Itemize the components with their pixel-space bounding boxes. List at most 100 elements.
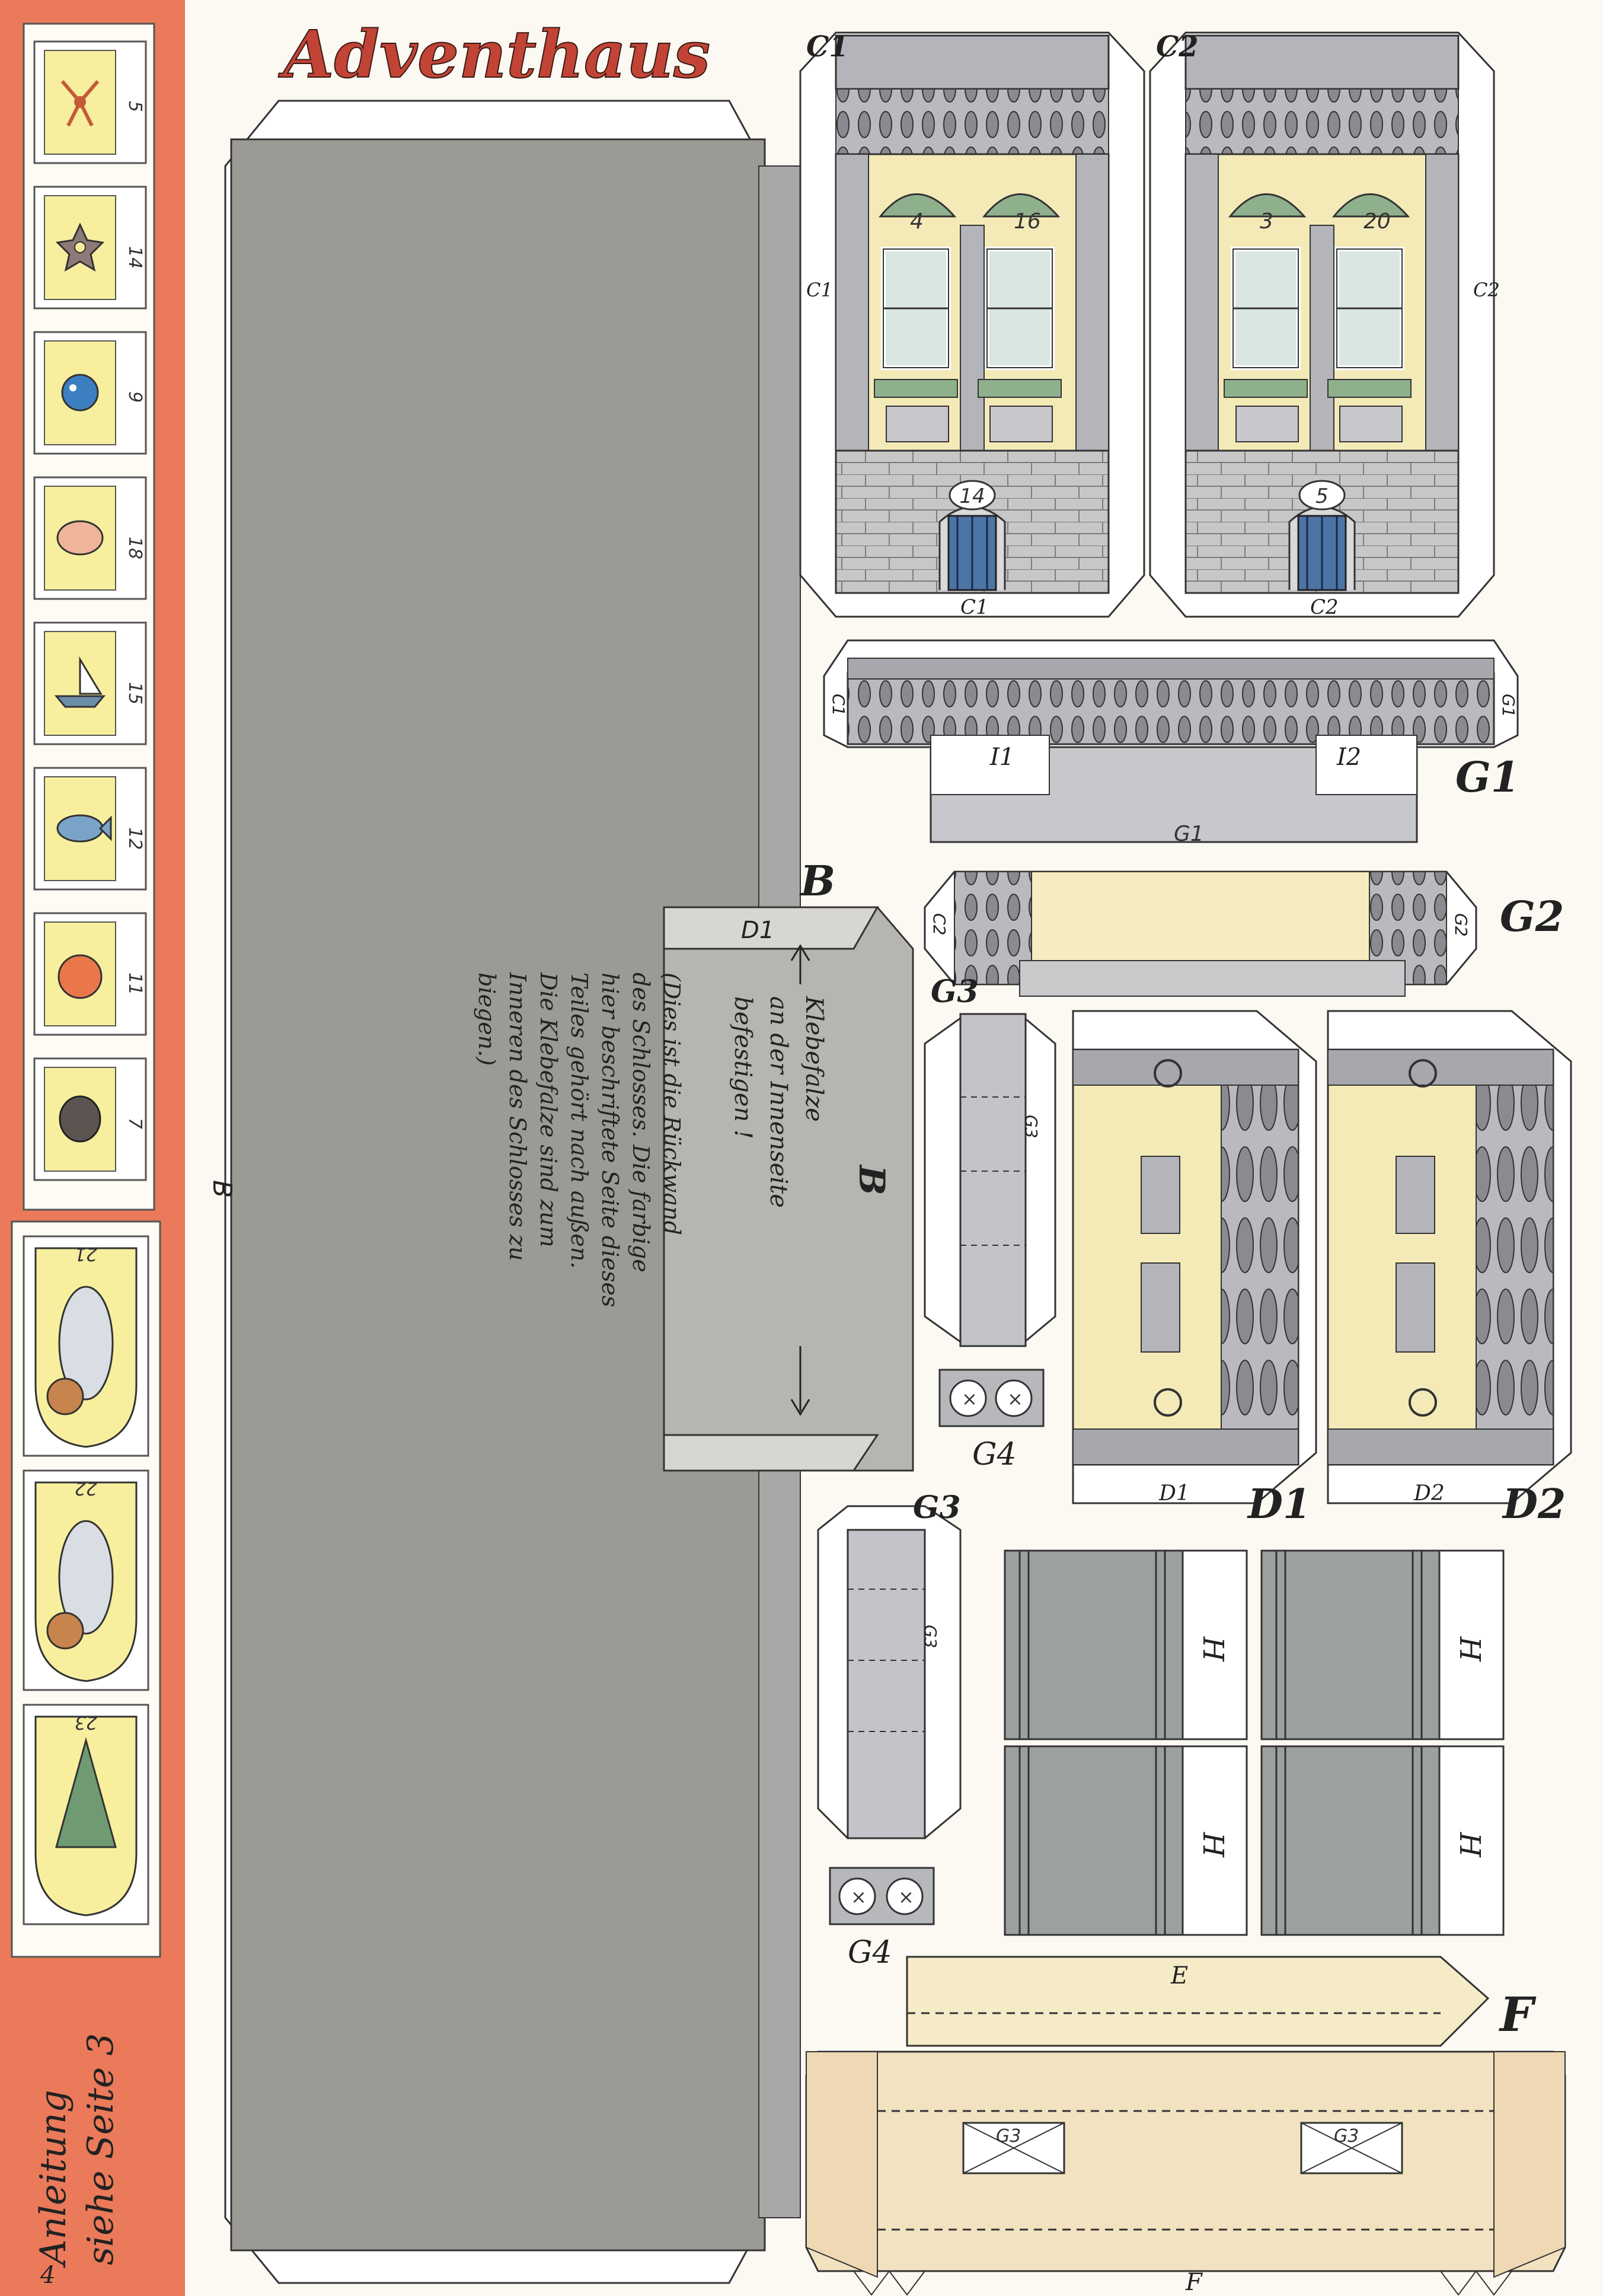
tile-number: 18 <box>124 537 145 559</box>
apple-icon <box>58 954 103 999</box>
d1-label: D1 <box>1247 1481 1311 1528</box>
shield-number: 22 <box>75 1478 97 1498</box>
glue-note-line: an der Innenseite <box>765 996 792 1208</box>
h-label: H <box>1453 1636 1486 1662</box>
nut-icon <box>59 1095 101 1143</box>
part-h: H <box>1260 1549 1505 1740</box>
facade-side-label: C2 <box>1473 279 1500 301</box>
door-number: 14 <box>959 484 985 508</box>
instruction-line-1: Anleitung <box>33 2090 74 2268</box>
part-g4-bottom: × × G4 <box>829 1867 935 1970</box>
back-wall-label: B <box>207 1180 237 1198</box>
back-wall-note-line: Teiles gehört nach außen. <box>566 972 592 1268</box>
figure-icon <box>46 1286 114 1415</box>
figure-icon <box>46 1520 114 1650</box>
page-title: Adventhaus <box>278 16 710 93</box>
g3-inner-label-bottom: G3 <box>921 1625 940 1648</box>
d2-label: D2 <box>1502 1481 1566 1528</box>
corner-label-b: B <box>799 856 835 905</box>
f-inner-label-right: G3 <box>1334 2126 1359 2147</box>
h-label: H <box>1453 1832 1486 1858</box>
svg-text:×: × <box>1007 1388 1023 1410</box>
h-panels: H H H H <box>1004 1549 1505 1936</box>
g2-end-right: G2 <box>1451 913 1471 937</box>
back-wall-panel: B D1 B B Klebefalze an der Innenseite befe… <box>207 100 914 2284</box>
d1-bottom-label: D1 <box>1158 1481 1190 1506</box>
calendar-tile: 15 <box>33 621 147 745</box>
part-h: H <box>1004 1549 1248 1740</box>
calendar-tile: 5 <box>33 40 147 164</box>
part-g1: C1 G1 I1 I2 G1 G1 <box>823 639 1520 846</box>
shield-tile: 21 <box>23 1235 149 1457</box>
calendar-tile: 14 <box>33 186 147 310</box>
page-number: 4 <box>40 2262 55 2289</box>
part-d1: D1 D1 <box>1072 1010 1317 1528</box>
back-wall-note-line: hier beschriftete Seite dieses <box>597 972 623 1307</box>
instruction-line-2: siehe Seite 3 <box>80 2033 122 2265</box>
tile-number: 9 <box>124 391 145 403</box>
window-number: 20 <box>1363 209 1391 234</box>
svg-text:×: × <box>898 1886 914 1908</box>
g3-label-bottom: G3 <box>913 1490 961 1526</box>
f-label: F <box>1499 1986 1537 2042</box>
tile-number: 14 <box>124 246 145 269</box>
window-number: 4 <box>910 209 924 234</box>
calendar-tile: 12 <box>33 767 147 891</box>
facade-bottom-label: C2 <box>1310 595 1339 619</box>
facade-top-label: C2 <box>1156 30 1199 63</box>
g1-end-left: C1 <box>829 694 848 716</box>
svg-text:×: × <box>962 1388 978 1410</box>
part-f-floor: G3 G3 E F F <box>805 1956 1566 2296</box>
tile-number: 11 <box>124 972 145 995</box>
g1-end-right: G1 <box>1499 694 1518 718</box>
g3-label-top: G3 <box>931 974 979 1010</box>
star-icon <box>55 222 105 272</box>
f-bottom-label: F <box>1185 2269 1203 2296</box>
facade-side-label: C1 <box>806 279 833 301</box>
flap-label-b: B <box>851 1164 892 1195</box>
facade-bottom-label: C1 <box>960 595 989 619</box>
part-g2: C2 G2 G2 <box>924 870 1564 997</box>
back-wall-note-line: Inneren des Schlosses zu <box>504 972 531 1261</box>
back-wall-note-line: Die Klebefalze sind zum <box>535 972 561 1248</box>
g4-label-bottom: G4 <box>848 1935 892 1970</box>
d2-bottom-label: D2 <box>1413 1481 1445 1506</box>
h-label: H <box>1196 1636 1230 1662</box>
shield-number: 21 <box>75 1243 97 1264</box>
tile-number: 5 <box>124 101 145 112</box>
door-number: 5 <box>1315 484 1329 508</box>
tree-icon <box>55 1737 117 1848</box>
g1-base-label: G1 <box>1174 822 1204 846</box>
tab-label-d1: D1 <box>741 917 774 944</box>
g4-label-top: G4 <box>972 1437 1017 1472</box>
bird-icon <box>61 374 99 412</box>
g1-tab-right: I2 <box>1336 744 1361 771</box>
g2-label: G2 <box>1500 892 1564 941</box>
back-wall-note-line: biegen.) <box>474 972 500 1066</box>
window-number: 16 <box>1014 209 1041 234</box>
g1-tab-left: I1 <box>989 744 1014 771</box>
glue-note-line: Klebefalze <box>800 996 828 1122</box>
part-d2: D2 D2 <box>1327 1010 1572 1528</box>
calendar-tile: 7 <box>33 1057 147 1181</box>
part-h: H <box>1004 1745 1248 1936</box>
tile-number: 12 <box>124 827 145 850</box>
tile-number: 7 <box>124 1118 145 1129</box>
h-label: H <box>1196 1832 1230 1858</box>
sailboat-icon <box>54 656 106 708</box>
shield-tile: 23 <box>23 1704 149 1925</box>
calendar-tile: 18 <box>33 476 147 600</box>
shield-tile: 22 <box>23 1469 149 1691</box>
g2-end-left: C2 <box>930 913 949 935</box>
g1-label: G1 <box>1455 752 1520 802</box>
facade-top-label: C1 <box>806 30 849 63</box>
back-wall-note-line: des Schlosses. Die farbige <box>628 972 654 1273</box>
glue-note-line: befestigen ! <box>729 996 756 1139</box>
f-inner-label-left: G3 <box>996 2126 1021 2147</box>
tile-number: 15 <box>124 682 145 704</box>
svg-text:×: × <box>851 1886 867 1908</box>
